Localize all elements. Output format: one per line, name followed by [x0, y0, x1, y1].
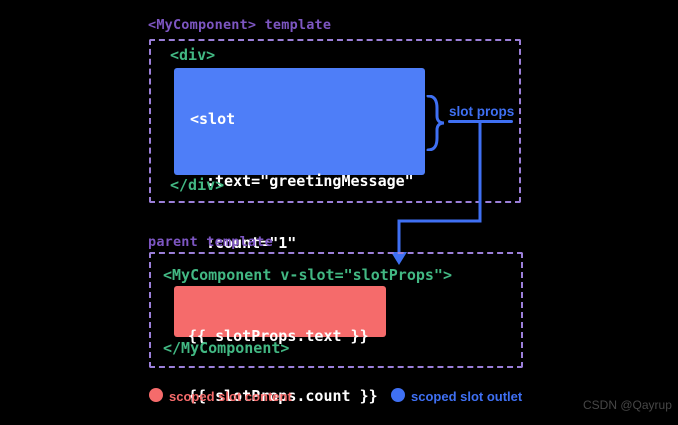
slot-content-line-2: {{ slotProps.count }}	[188, 387, 378, 405]
slot-code-line-2: :text="greetingMessage"	[206, 172, 414, 190]
slot-content-line-1: {{ slotProps.text }}	[188, 327, 369, 345]
slot-content-block: {{ slotProps.text }} {{ slotProps.count …	[174, 286, 386, 405]
slot-props-underline	[448, 120, 513, 123]
div-open-tag: <div>	[170, 46, 216, 64]
div-close-tag: </div>	[170, 176, 225, 194]
parent-template-title: parent template	[148, 234, 273, 250]
scoped-slot-outlet-dot-icon	[391, 388, 405, 402]
component-template-box	[149, 39, 521, 203]
curly-brace-icon	[426, 95, 445, 151]
slot-code-line-1: <slot	[190, 110, 236, 128]
mycomponent-close-tag: </MyComponent>	[163, 339, 290, 357]
scoped-slot-content-label: scoped slot content	[169, 389, 292, 404]
slot-props-arrow-icon	[391, 123, 482, 265]
component-template-title: <MyComponent> template	[148, 17, 332, 33]
scoped-slot-content-dot-icon	[149, 388, 163, 402]
slot-code-line-3: :count="1"	[206, 234, 297, 252]
csdn-watermark: CSDN @Qayrup	[583, 398, 672, 412]
slot-props-label: slot props	[449, 104, 515, 119]
scoped-slot-outlet-label: scoped slot outlet	[411, 389, 523, 404]
slot-outlet-block: <slot :text="greetingMessage" :count="1"…	[174, 68, 425, 314]
mycomponent-open-tag: <MyComponent v-slot="slotProps">	[163, 266, 452, 284]
parent-template-box	[149, 252, 523, 368]
